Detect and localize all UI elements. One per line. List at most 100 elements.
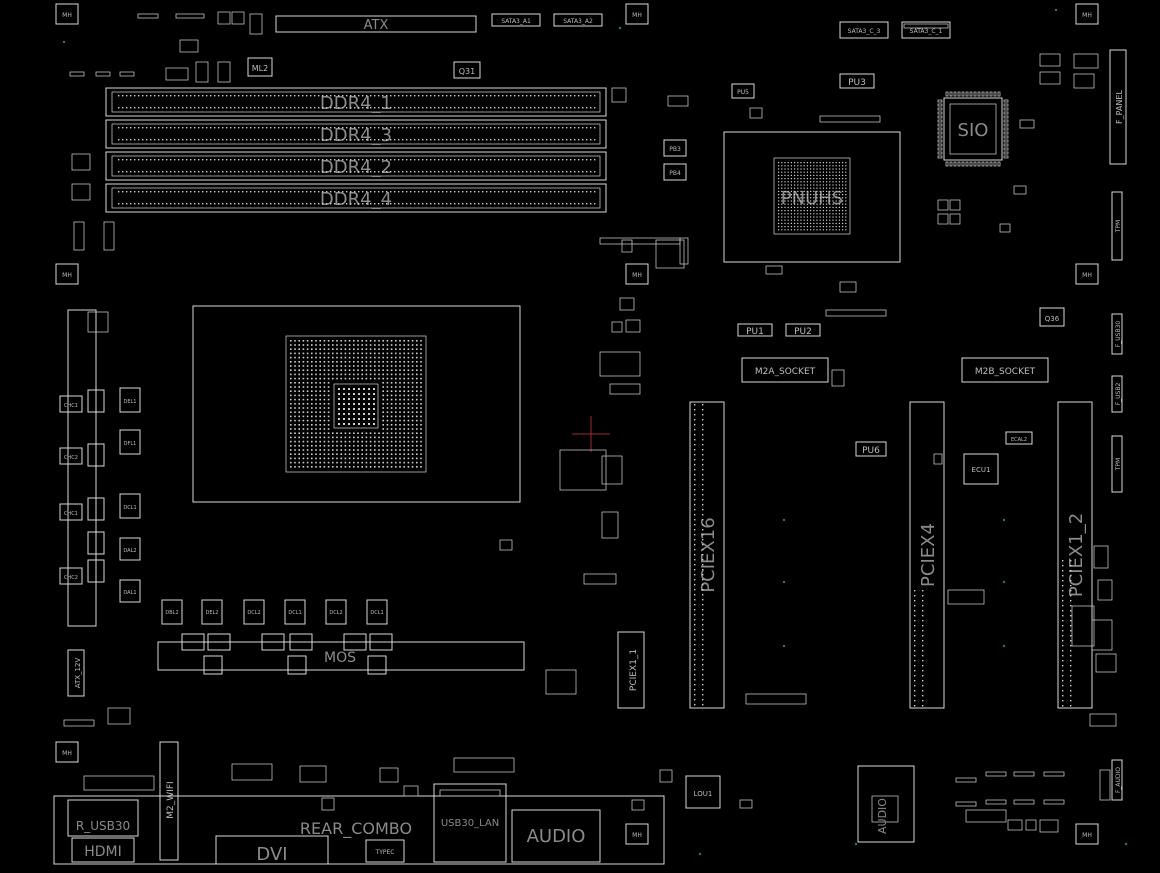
svg-text:PU1: PU1 [746, 327, 764, 337]
rear-combo-label: REAR_COMBO [300, 819, 412, 839]
svg-text:MH: MH [1082, 272, 1092, 279]
usb30-lan-port: USB30_LAN [433, 783, 507, 863]
svg-text:AUDIO: AUDIO [527, 826, 586, 847]
svg-text:F_AUDIO: F_AUDIO [1115, 767, 1122, 793]
atx-connector: ATX [275, 15, 477, 33]
right-headers: TPM F_USB30 F_USB2 TPM F_AUDIO [1111, 191, 1123, 801]
pcie-x1-1-slot: PCIEX1_1 [617, 631, 645, 709]
svg-text:DDR4_1: DDR4_1 [320, 93, 392, 114]
r-usb30-port: R_USB30 [67, 799, 139, 837]
ddr4-slot-2: DDR4_2 [105, 151, 607, 181]
vrm-chokes-left: DEL1 DFL1 DCL1 DAL2 DAL1 [119, 387, 141, 603]
svg-text:Q31: Q31 [459, 67, 475, 76]
svg-text:DDR4_3: DDR4_3 [320, 125, 392, 146]
svg-text:PCIEX1_1: PCIEX1_1 [629, 649, 639, 691]
q31-mosfet: Q31 [453, 61, 481, 79]
svg-text:MH: MH [62, 12, 72, 19]
svg-text:DCL2: DCL2 [329, 610, 342, 616]
svg-text:CHC2: CHC2 [64, 455, 78, 461]
svg-text:TYPEC: TYPEC [375, 849, 395, 856]
svg-text:PCIEX1_2: PCIEX1_2 [1066, 513, 1087, 597]
svg-text:PU3: PU3 [848, 78, 866, 88]
pcie-x16-slot: PCIEX16 [689, 401, 725, 709]
sata-a2-label: SATA3_A2 [563, 18, 593, 25]
svg-text:REAR_COMBO: REAR_COMBO [300, 819, 412, 839]
typec-port: TYPEC [365, 839, 405, 863]
svg-text:CHC1: CHC1 [64, 403, 78, 409]
svg-text:DBL2: DBL2 [165, 610, 178, 616]
svg-text:MH: MH [632, 832, 642, 839]
atx-label: ATX [364, 18, 389, 33]
dvi-port: DVI [215, 835, 329, 865]
svg-text:ATX_12V: ATX_12V [74, 658, 82, 689]
pb3-part: PB3 [663, 139, 687, 157]
svg-text:M2B_SOCKET: M2B_SOCKET [975, 367, 1036, 377]
sata-a1-label: SATA3_A1 [501, 18, 531, 25]
pch-chip: PNUHS [723, 131, 901, 263]
atx-12v-connector: ATX_12V [67, 649, 85, 697]
svg-text:DCL2: DCL2 [247, 610, 260, 616]
sata-c3-connector: SATA3_C_3 [839, 21, 889, 39]
svg-text:F_USB30: F_USB30 [1115, 321, 1122, 348]
svg-text:DVI: DVI [256, 844, 287, 865]
svg-text:MH: MH [62, 750, 72, 757]
audio-jack-stack: AUDIO [511, 809, 601, 863]
cpu-socket [192, 305, 521, 503]
m2a-socket: M2A_SOCKET [741, 357, 829, 383]
svg-text:PB3: PB3 [669, 146, 681, 153]
svg-text:ECU1: ECU1 [972, 466, 991, 474]
ddr4-slot-1: DDR4_1 [105, 87, 607, 117]
sio-pins [937, 91, 1009, 167]
svg-text:M2_WIFI: M2_WIFI [166, 781, 176, 818]
svg-text:PU6: PU6 [862, 446, 880, 456]
svg-text:DEL1: DEL1 [124, 399, 137, 405]
dcl-column-parts: CHC1 CHC2 CHC1 CHC2 [59, 389, 105, 585]
svg-text:DDR4_4: DDR4_4 [320, 189, 392, 210]
sata-c1-label: SATA3_C_1 [910, 28, 943, 35]
svg-text:MH: MH [632, 272, 642, 279]
pcie-x1-2-slot: PCIEX1_2 [1057, 401, 1093, 709]
pcie-x4-slot: PCIEX4 [909, 401, 945, 709]
svg-text:ML2: ML2 [252, 64, 268, 73]
pcie-pin-rows [694, 404, 1072, 707]
ddr4-pin-rows [118, 95, 596, 205]
svg-text:DAL1: DAL1 [123, 590, 136, 596]
q36-part: Q36 [1039, 307, 1065, 327]
ddr4-slot-4: DDR4_4 [105, 183, 607, 213]
svg-text:MH: MH [1082, 12, 1092, 19]
svg-text:Q36: Q36 [1045, 315, 1060, 323]
sata-a1-connector: SATA3_A1 [491, 13, 541, 27]
svg-text:MH: MH [1082, 832, 1092, 839]
front-panel-header: F_PANEL [1109, 49, 1127, 165]
pch-ball-grid [778, 162, 847, 231]
svg-text:PU2: PU2 [794, 327, 812, 337]
sio-chip: SIO [943, 97, 1003, 161]
svg-text:DAL2: DAL2 [123, 548, 136, 554]
passive-components [63, 11, 1117, 833]
svg-text:ECAL2: ECAL2 [1011, 437, 1027, 443]
test-vias [62, 8, 1128, 856]
svg-text:DCL1: DCL1 [370, 610, 383, 616]
hdmi-port: HDMI [71, 837, 135, 863]
svg-text:PCIEX4: PCIEX4 [918, 523, 939, 587]
svg-text:PB4: PB4 [669, 170, 681, 177]
svg-text:SIO: SIO [958, 120, 989, 141]
svg-text:F_PANEL: F_PANEL [1115, 90, 1124, 124]
pu6-part: PU6 [855, 441, 887, 457]
svg-text:TPM: TPM [1115, 220, 1122, 233]
svg-text:DFL1: DFL1 [124, 441, 137, 447]
svg-text:PCIEX16: PCIEX16 [698, 517, 719, 592]
ddr4-slot-3: DDR4_3 [105, 119, 607, 149]
svg-text:DDR4_2: DDR4_2 [320, 157, 392, 178]
svg-text:R_USB30: R_USB30 [76, 819, 130, 833]
svg-text:MOS: MOS [324, 650, 356, 666]
svg-text:DEL2: DEL2 [206, 610, 219, 616]
sata-c3-label: SATA3_C_3 [848, 28, 881, 35]
pu5-label: PU5 [731, 83, 755, 99]
cpu-ball-grid [290, 340, 422, 468]
mosfet-strip: MOS [157, 633, 525, 675]
rear-io-shield [53, 795, 665, 865]
ecu1-chip: ECU1 [963, 453, 999, 485]
m2-wifi-slot: M2_WIFI [159, 741, 179, 861]
sata-c1-connector: SATA3_C_1 [901, 21, 951, 39]
